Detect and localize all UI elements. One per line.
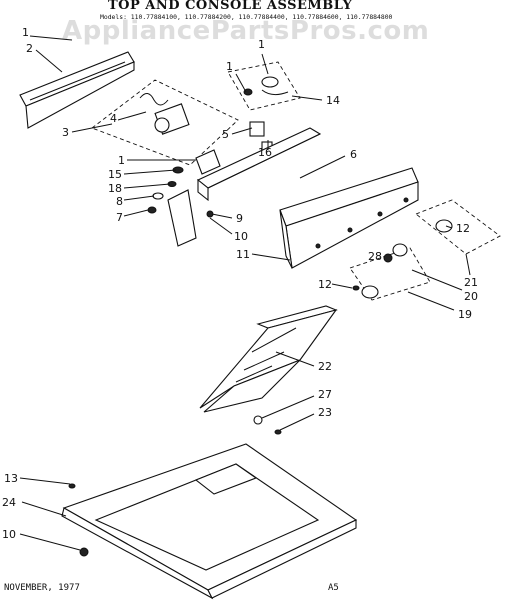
callout-16: 16 [258, 146, 272, 159]
top-part [61, 443, 358, 600]
callout-1d: 1 [118, 154, 125, 167]
screw-part-7 [147, 206, 157, 214]
callout-9: 9 [236, 212, 243, 225]
clip-part [167, 149, 221, 187]
knob-group-outline [415, 199, 501, 255]
callout-21: 21 [464, 276, 478, 289]
callout-11: 11 [236, 248, 250, 261]
callout-22: 22 [318, 360, 332, 373]
rear-panel-part [19, 51, 135, 129]
callout-10: 10 [234, 230, 248, 243]
callout-3: 3 [62, 126, 69, 139]
callout-6: 6 [350, 148, 357, 161]
callout-12: 12 [456, 222, 470, 235]
callout-13: 13 [4, 472, 18, 485]
callout-4: 4 [110, 112, 117, 125]
callout-20: 20 [464, 290, 478, 303]
console-panel-part [279, 167, 419, 269]
screw-part-8 [152, 192, 164, 200]
callout-labels: 1 2 3 4 1 1 14 5 16 6 1 15 18 8 7 9 10 1… [2, 26, 478, 541]
callout-24: 24 [2, 496, 16, 509]
callout-5: 5 [222, 128, 229, 141]
switch-part [243, 76, 289, 96]
callout-19: 19 [458, 308, 472, 321]
callout-8: 8 [116, 195, 123, 208]
switch-group-outline [227, 61, 301, 111]
screw-part-23 [274, 429, 282, 435]
callout-23: 23 [318, 406, 332, 419]
leader-lines [19, 35, 471, 551]
callout-14: 14 [326, 94, 340, 107]
end-cap-part [167, 189, 197, 247]
watermark: AppliancePartsPros.com [62, 16, 430, 46]
models-line: Models: 110.77884100, 110.77884200, 110.… [100, 13, 393, 21]
footer-page: A5 [328, 583, 339, 593]
screw-part-27 [253, 415, 263, 425]
callout-7: 7 [116, 211, 123, 224]
lint-screen-part [199, 305, 338, 413]
callout-15: 15 [108, 168, 122, 181]
timer-motor-part [139, 93, 190, 135]
callout-2: 2 [26, 42, 33, 55]
control-rail-part [196, 127, 322, 202]
callout-1: 1 [22, 26, 29, 39]
callout-27: 27 [318, 388, 332, 401]
diagram-title: TOP AND CONSOLE ASSEMBLY [108, 0, 353, 13]
knobs-part [352, 219, 453, 299]
callout-12b: 12 [318, 278, 332, 291]
footer-date: NOVEMBER, 1977 [4, 583, 80, 593]
callout-10b: 10 [2, 528, 16, 541]
motor-group-outline [91, 79, 239, 166]
callout-28: 28 [368, 250, 382, 263]
callout-1c: 1 [226, 60, 233, 73]
callout-1b: 1 [258, 38, 265, 51]
callout-18: 18 [108, 182, 122, 195]
